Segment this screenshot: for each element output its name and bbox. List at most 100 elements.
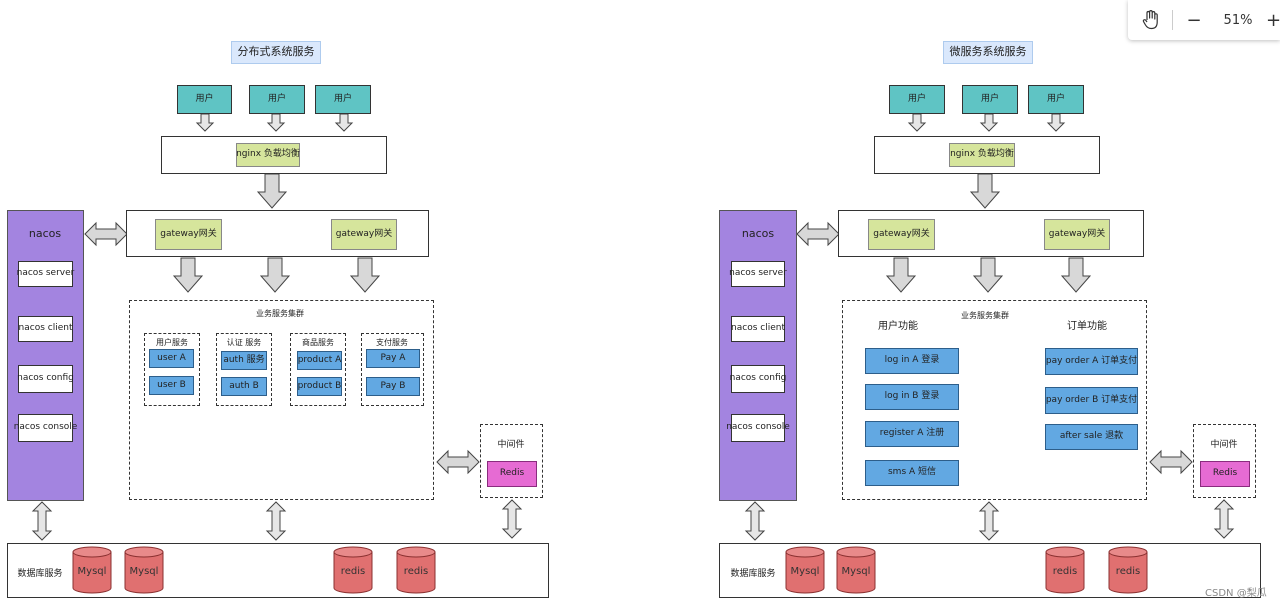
right-service-after-sale: after sale 退款 [1045,424,1138,450]
right-db-redis-2-label: redis [1115,566,1141,577]
left-group-user-title: 用户服务 [156,338,188,347]
arrow-middleware-db [502,499,522,539]
right-user-box-2: 用户 [962,85,1018,114]
left-db-mysql-2-icon: Mysql [124,546,164,594]
right-nginx-box: nginx 负载均衡 [949,143,1015,167]
left-nacos-console: nacos console [14,414,77,442]
arrow-user2-nginx [267,113,285,132]
arrow-nginx-gateway [257,173,287,209]
left-nacos-title: nacos [28,227,62,240]
left-nginx-box: nginx 负载均衡 [236,143,300,167]
right-db-mysql-1-icon: Mysql [785,546,825,594]
left-nacos-server: nacos server [17,261,74,287]
left-service-product-b: product B [297,377,342,396]
right-db-mysql-2-icon: Mysql [836,546,876,594]
right-db-redis-1-label: redis [1052,566,1078,577]
left-user-box-2: 用户 [249,85,305,114]
left-nacos-panel [7,210,84,501]
left-user-box-3: 用户 [315,85,371,114]
zoom-in-button[interactable]: + [1266,9,1280,31]
zoom-toolbar: − 51% + [1128,0,1280,40]
right-database-label: 数据库服务 [730,569,776,579]
left-middleware-redis: Redis [487,461,537,487]
left-db-mysql-1-label: Mysql [77,566,107,577]
right-user-func-label: 用户功能 [878,321,918,332]
left-db-mysql-1-icon: Mysql [72,546,112,594]
left-db-redis-2-label: redis [403,566,429,577]
left-group-pay-title: 支付服务 [376,338,408,347]
left-nacos-client: nacos client [18,316,73,342]
left-service-user-a: user A [149,349,194,368]
right-service-register-a: register A 注册 [865,421,959,447]
left-gateway-box-2: gateway网关 [331,219,397,250]
left-service-auth-a: auth 服务 [221,351,267,370]
right-nacos-config: nacos config [730,365,786,393]
right-order-func-label: 订单功能 [1067,321,1107,332]
arrow-r-gateway-cluster-1 [886,257,916,293]
zoom-out-button[interactable]: − [1186,9,1202,31]
left-service-pay-b: Pay B [366,377,420,396]
arrow-r-gateway-cluster-2 [973,257,1003,293]
right-user-box-1: 用户 [889,85,945,114]
right-nacos-client: nacos client [731,316,785,342]
arrow-nacos-gateway [84,222,128,246]
left-user-box-1: 用户 [177,85,232,114]
left-cluster-title: 业务服务集群 [256,309,304,318]
left-database-label: 数据库服务 [17,569,63,579]
right-nacos-title: nacos [741,227,775,240]
left-gateway-box-1: gateway网关 [155,219,222,250]
left-group-auth-title: 认证 服务 [226,338,262,347]
arrow-r-gateway-cluster-3 [1061,257,1091,293]
left-diagram-title: 分布式系统服务 [231,41,321,64]
right-nacos-console: nacos console [726,414,790,442]
right-service-sms-a: sms A 短信 [865,460,959,486]
left-service-user-b: user B [149,376,194,395]
right-gateway-box-1: gateway网关 [868,219,935,250]
arrow-r-user1-nginx [908,113,926,132]
arrow-gateway-cluster-3 [350,257,380,293]
arrow-nacos-db [32,501,52,541]
right-service-pay-order-b: pay order B 订单支付 [1045,387,1138,414]
arrow-r-nacos-gateway [796,222,840,246]
right-middleware-title: 中间件 [1210,440,1238,450]
right-middleware-redis: Redis [1200,461,1250,487]
right-diagram-title: 微服务系统服务 [943,41,1033,64]
arrow-r-cluster-db [979,501,999,541]
arrow-cluster-middleware [436,450,480,474]
arrow-r-user2-nginx [980,113,998,132]
left-db-redis-1-label: redis [340,566,366,577]
left-service-pay-a: Pay A [366,349,420,368]
arrow-user1-nginx [196,113,214,132]
left-service-auth-b: auth B [221,377,267,396]
left-middleware-title: 中间件 [497,440,525,450]
right-service-login-a: log in A 登录 [865,348,959,374]
right-db-redis-2-icon: redis [1108,546,1148,594]
hand-tool-icon[interactable] [1136,0,1166,40]
arrow-gateway-cluster-1 [173,257,203,293]
toolbar-divider [1172,10,1173,30]
arrow-r-user3-nginx [1047,113,1065,132]
right-gateway-box-2: gateway网关 [1044,219,1110,250]
right-db-mysql-1-label: Mysql [790,566,820,577]
right-service-pay-order-a: pay order A 订单支付 [1045,348,1138,375]
arrow-cluster-db [266,501,286,541]
left-db-redis-1-icon: redis [333,546,373,594]
left-service-product-a: product A [297,351,342,370]
right-db-redis-1-icon: redis [1045,546,1085,594]
arrow-r-middleware-db [1214,499,1234,539]
right-nacos-panel [719,210,797,501]
arrow-r-nacos-db [745,501,765,541]
right-nacos-server: nacos server [729,261,787,287]
arrow-user3-nginx [335,113,353,132]
arrow-gateway-cluster-2 [260,257,290,293]
arrow-r-cluster-middleware [1149,450,1193,474]
left-nacos-config: nacos config [17,365,74,393]
zoom-level: 51% [1223,12,1253,28]
right-service-login-b: log in B 登录 [865,384,959,410]
right-cluster-title: 业务服务集群 [961,311,1009,320]
right-user-box-3: 用户 [1028,85,1084,114]
right-db-mysql-2-label: Mysql [841,566,871,577]
watermark: CSDN @梨瓜 [1205,588,1267,599]
left-group-product-title: 商品服务 [302,338,334,347]
left-db-mysql-2-label: Mysql [129,566,159,577]
